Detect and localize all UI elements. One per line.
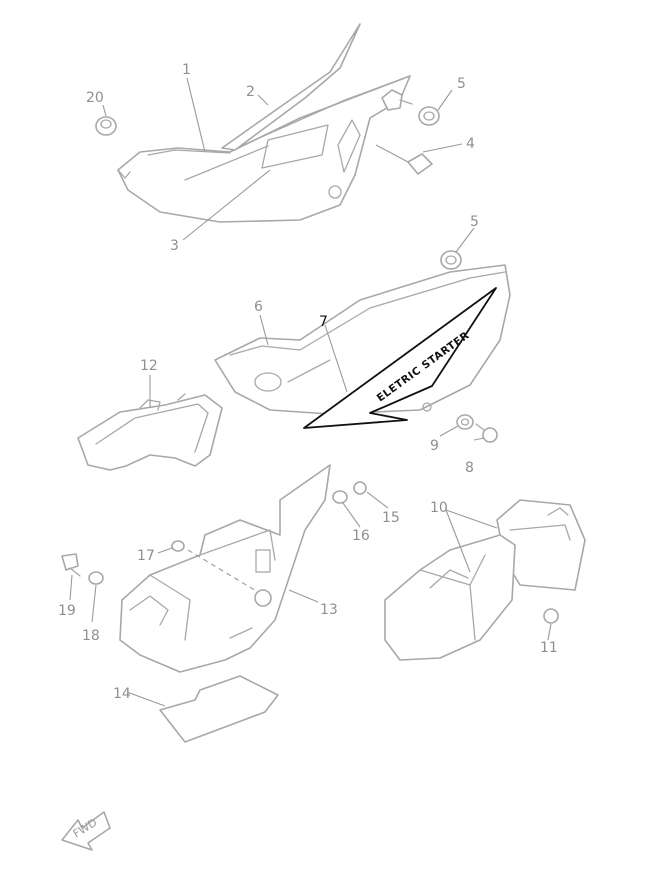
callout-7: 7: [319, 314, 328, 330]
callout-numbers: 1 2 3 4 5 5 6 7 8 9 10 11 12 13 14 15 16…: [58, 62, 558, 702]
bolt-15: [353, 481, 367, 495]
callout-4: 4: [466, 136, 475, 152]
battery-case-10: [384, 534, 516, 661]
callout-5b: 5: [470, 214, 479, 230]
callout-14: 14: [113, 686, 131, 702]
bracket-12: [77, 393, 223, 471]
grommet-20: [95, 116, 117, 136]
battery-box-13: [119, 464, 331, 673]
callout-3: 3: [170, 238, 179, 254]
callout-20: 20: [86, 90, 104, 106]
callout-17: 17: [137, 548, 155, 564]
damper-4: [407, 153, 433, 175]
callout-8: 8: [465, 460, 474, 476]
callout-12: 12: [140, 358, 158, 374]
grommet-5a: [418, 106, 440, 126]
callout-10: 10: [430, 500, 448, 516]
pad-14: [159, 675, 279, 743]
callout-5a: 5: [457, 76, 466, 92]
callout-2: 2: [246, 84, 255, 100]
leader-lines: [69, 77, 552, 707]
callout-6: 6: [254, 299, 263, 315]
callout-11: 11: [540, 640, 558, 656]
callout-18: 18: [82, 628, 100, 644]
bracket-stud: [381, 89, 413, 111]
callout-1: 1: [182, 62, 191, 78]
bolt-11: [543, 608, 559, 624]
collar-16: [332, 490, 348, 504]
fwd-arrow-icon: FWD: [61, 811, 111, 851]
callout-15: 15: [382, 510, 400, 526]
bolt-19: [61, 553, 81, 577]
collar-9: [456, 414, 474, 430]
callout-19: 19: [58, 603, 76, 619]
callout-13: 13: [320, 602, 338, 618]
callout-9: 9: [430, 438, 439, 454]
bolt-8: [475, 423, 498, 443]
side-cover-upper: [117, 75, 411, 223]
grommet-5b: [440, 250, 462, 270]
callout-16: 16: [352, 528, 370, 544]
bolt-17: [171, 540, 185, 552]
trim-strip: [221, 23, 361, 151]
collar-18: [88, 571, 104, 585]
